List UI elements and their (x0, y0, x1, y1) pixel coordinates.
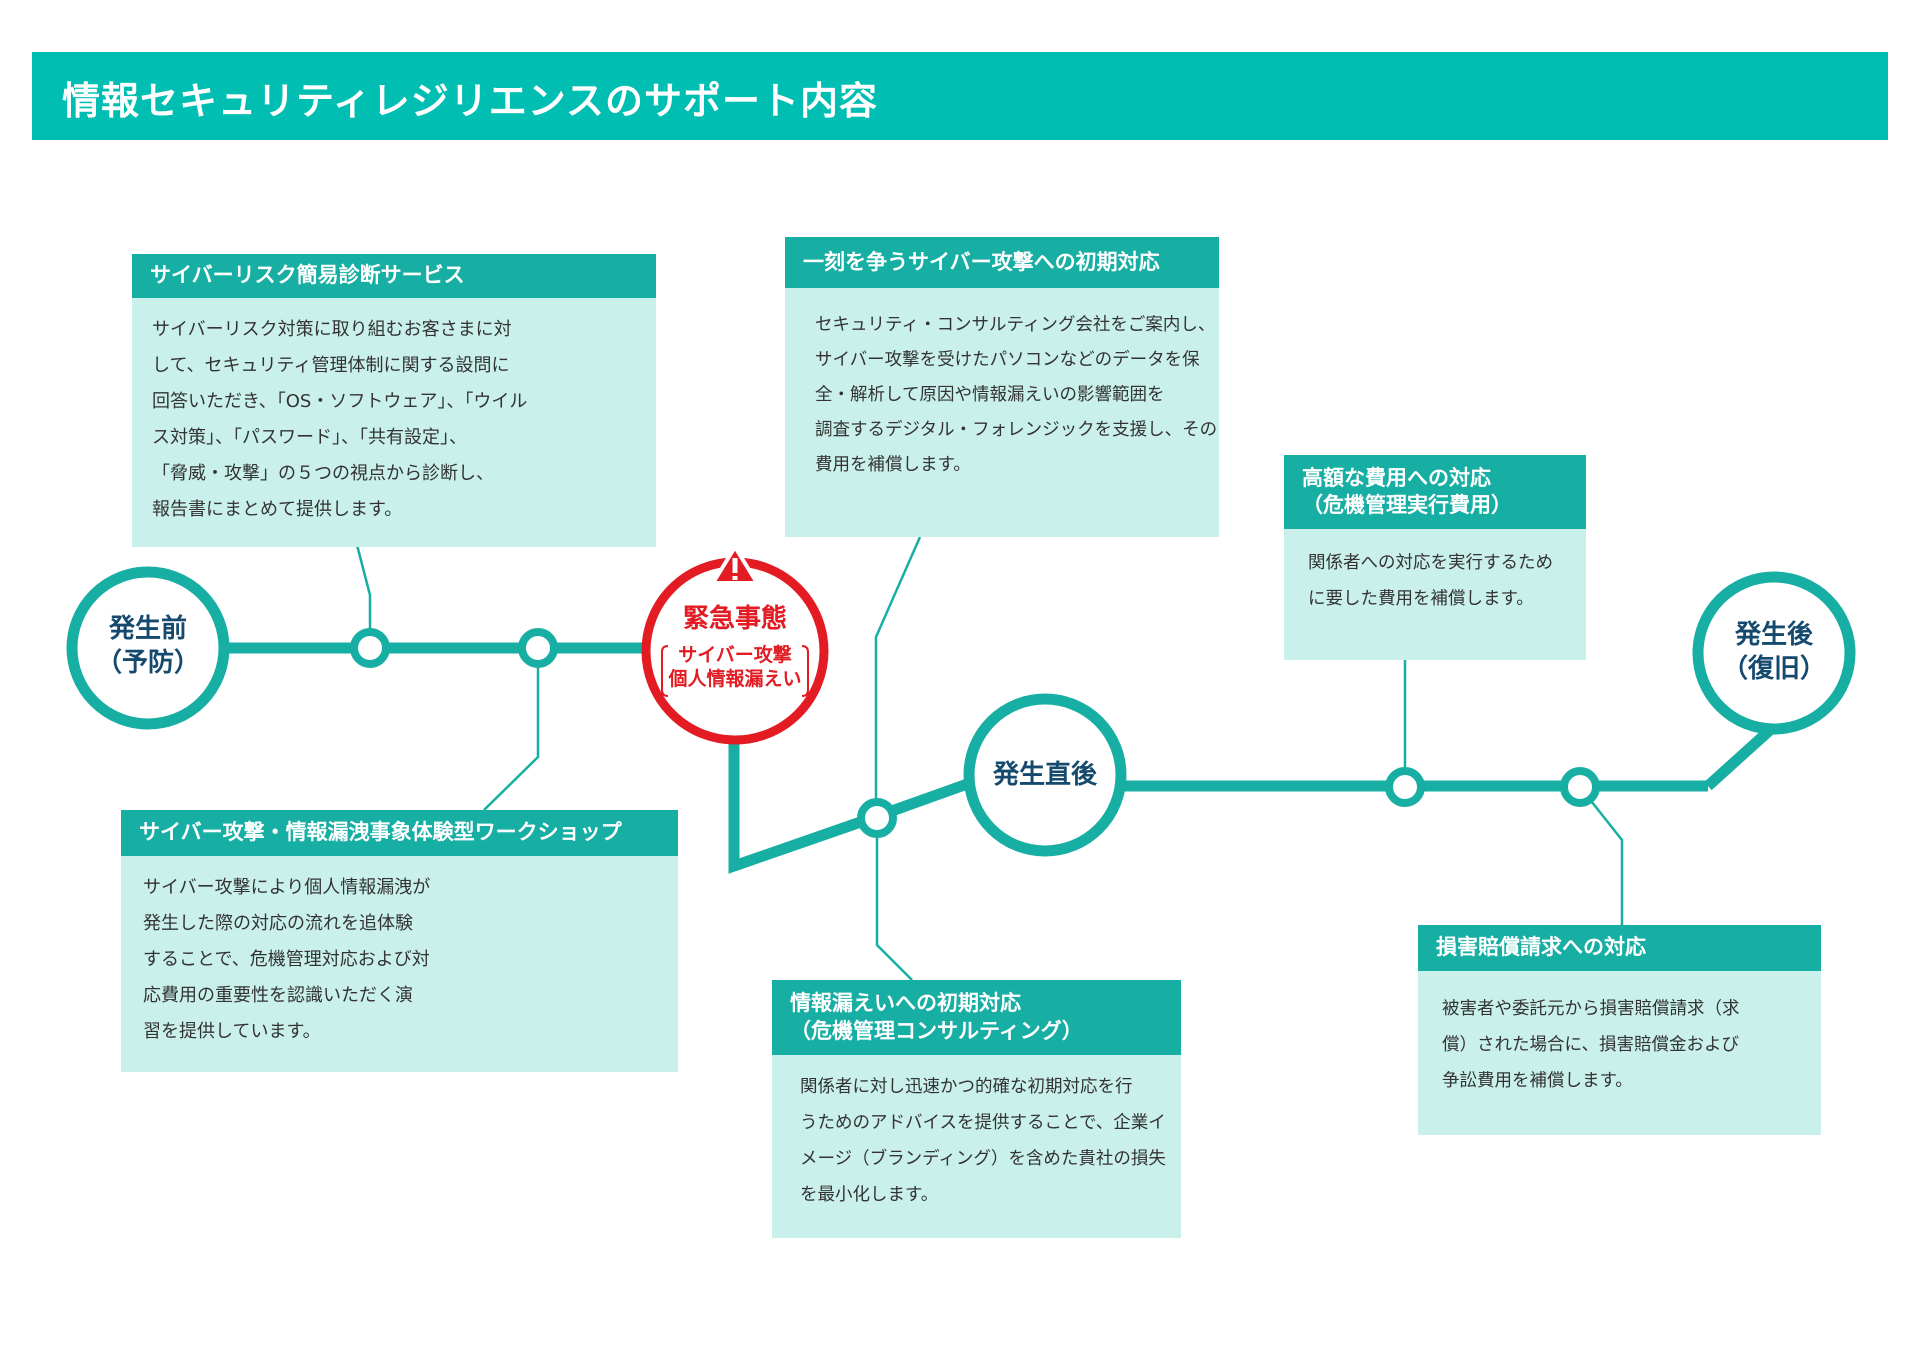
card-damages-body: 被害者や委託元から損害賠償請求（求 償）された場合に、損害賠償金および 争訟費用… (1418, 971, 1821, 1099)
card-leak-response-title2: （危機管理コンサルティング） (790, 1018, 1083, 1043)
card-workshop-title: サイバー攻撃・情報漏洩事象体験型ワークショップ (139, 820, 622, 845)
connector-damages (1579, 786, 1624, 925)
card-leak-response: 情報漏えいへの初期対応 （危機管理コンサルティング） 関係者に対し迅速かつ的確な… (772, 980, 1181, 1238)
node-before-line1: 発生前 (108, 614, 187, 644)
card-damages-line: 償）された場合に、損害賠償金および (1442, 1035, 1739, 1055)
bracket-left (661, 645, 669, 697)
junction-dot (350, 628, 390, 668)
node-immediate-circle (963, 693, 1127, 857)
page-header: 情報セキュリティレジリエンスのサポート内容 (32, 52, 1888, 140)
card-leak-response-line: メージ（ブランディング）を含めた貴社の損失 (800, 1149, 1166, 1169)
card-leak-response-title1: 情報漏えいへの初期対応 (790, 991, 1021, 1016)
card-high-cost: 高額な費用への対応 （危機管理実行費用） 関係者への対応を実行するため に要した… (1284, 455, 1586, 660)
node-after-circle (1692, 571, 1856, 735)
emergency-sub1: サイバー攻撃 (678, 644, 792, 666)
card-leak-response-line: を最小化します。 (800, 1185, 939, 1205)
node-after-line1: 発生後 (1734, 620, 1813, 650)
timeline-segment-2 (728, 735, 972, 874)
card-diagnosis-title: サイバーリスク簡易診断サービス (150, 263, 465, 288)
card-initial-response-title: 一刻を争うサイバー攻撃への初期対応 (803, 249, 1160, 274)
card-diagnosis-line: 報告書にまとめて提供します。 (152, 499, 403, 520)
junction-dot (857, 798, 897, 838)
card-workshop-line: 習を提供しています。 (143, 1021, 321, 1042)
card-initial-response-line: 調査するデジタル・フォレンジックを支援し、その (815, 420, 1218, 440)
card-initial-response-line: サイバー攻撃を受けたパソコンなどのデータを保 (815, 350, 1200, 370)
card-workshop-line: することで、危機管理対応および対 (143, 949, 430, 970)
node-after-line2: （復旧） (1721, 654, 1826, 684)
page-title: 情報セキュリティレジリエンスのサポート内容 (62, 79, 878, 123)
card-workshop-header: サイバー攻撃・情報漏洩事象体験型ワークショップ (121, 810, 678, 856)
junction-dot (1560, 767, 1600, 807)
card-diagnosis-header: サイバーリスク簡易診断サービス (132, 254, 656, 298)
card-high-cost-line: に要した費用を補償します。 (1308, 589, 1534, 609)
node-before-line2: （予防） (95, 648, 200, 678)
card-damages-line: 争訟費用を補償します。 (1442, 1071, 1633, 1091)
node-emergency-label: 緊急事態 サイバー攻撃 個人情報漏えい (655, 598, 815, 691)
card-workshop: サイバー攻撃・情報漏洩事象体験型ワークショップ サイバー攻撃により個人情報漏洩が… (121, 810, 678, 1072)
card-leak-response-body: 関係者に対し迅速かつ的確な初期対応を行 うためのアドバイスを提供することで、企業… (772, 1055, 1181, 1213)
card-initial-response-header: 一刻を争うサイバー攻撃への初期対応 (785, 237, 1219, 288)
card-initial-response-body: セキュリティ・コンサルティング会社をご案内し、 サイバー攻撃を受けたパソコンなど… (785, 288, 1219, 483)
card-diagnosis-line: ス対策」、「パスワード」、「共有設定」、 (152, 427, 467, 448)
card-diagnosis: サイバーリスク簡易診断サービス サイバーリスク対策に取り組むお客さまに対 して、… (132, 254, 656, 547)
node-after-label: 発生後 （復旧） (1714, 618, 1834, 686)
connector-leak-response (875, 815, 913, 981)
card-leak-response-line: 関係者に対し迅速かつ的確な初期対応を行 (800, 1077, 1133, 1097)
card-diagnosis-line: して、セキュリティ管理体制に関する設問に (152, 355, 510, 376)
card-diagnosis-body: サイバーリスク対策に取り組むお客さまに対 して、セキュリティ管理体制に関する設問… (132, 298, 656, 528)
card-workshop-body: サイバー攻撃により個人情報漏洩が 発生した際の対応の流れを追体験 することで、危… (121, 856, 678, 1050)
card-workshop-line: 応費用の重要性を認識いただく演 (143, 985, 413, 1006)
card-leak-response-line: うためのアドバイスを提供することで、企業イ (800, 1113, 1166, 1133)
card-workshop-line: 発生した際の対応の流れを追体験 (143, 913, 413, 934)
node-before-circle (66, 566, 230, 730)
junction-dot (1385, 767, 1425, 807)
card-high-cost-title1: 高額な費用への対応 (1302, 465, 1491, 490)
card-high-cost-header: 高額な費用への対応 （危機管理実行費用） (1284, 455, 1586, 529)
card-damages-line: 被害者や委託元から損害賠償請求（求 (1442, 999, 1740, 1019)
card-damages: 損害賠償請求への対応 被害者や委託元から損害賠償請求（求 償）された場合に、損害… (1418, 925, 1821, 1135)
card-leak-response-header: 情報漏えいへの初期対応 （危機管理コンサルティング） (772, 980, 1181, 1055)
card-initial-response-line: 全・解析して原因や情報漏えいの影響範囲を (815, 385, 1165, 405)
card-diagnosis-line: 回答いただき、「OS・ソフトウェア」、「ウイル (152, 391, 528, 412)
card-initial-response-line: 費用を補償します。 (815, 455, 971, 475)
card-initial-response: 一刻を争うサイバー攻撃への初期対応 セキュリティ・コンサルティング会社をご案内し… (785, 237, 1219, 537)
card-damages-header: 損害賠償請求への対応 (1418, 925, 1821, 971)
emergency-sub2: 個人情報漏えい (668, 668, 802, 690)
timeline-segment-4 (1704, 725, 1774, 791)
card-diagnosis-line: 「脅威・攻撃」の５つの視点から診断し、 (152, 463, 494, 484)
node-before-label: 発生前 （予防） (88, 612, 208, 680)
card-workshop-line: サイバー攻撃により個人情報漏洩が (143, 877, 431, 898)
connector-initial-response (874, 536, 922, 815)
junction-dot (518, 628, 558, 668)
emergency-title: 緊急事態 (682, 604, 787, 634)
card-high-cost-body: 関係者への対応を実行するため に要した費用を補償します。 (1284, 529, 1586, 617)
bracket-right (801, 645, 809, 697)
connector-workshop (483, 648, 540, 811)
node-immediate-label: 発生直後 (975, 758, 1115, 792)
card-initial-response-line: セキュリティ・コンサルティング会社をご案内し、 (815, 315, 1216, 335)
node-immediate-text: 発生直後 (992, 760, 1097, 790)
card-high-cost-line: 関係者への対応を実行するため (1308, 553, 1553, 573)
card-diagnosis-line: サイバーリスク対策に取り組むお客さまに対 (152, 319, 512, 340)
warning-icon (711, 545, 759, 585)
card-damages-title: 損害賠償請求への対応 (1436, 935, 1646, 960)
card-high-cost-title2: （危機管理実行費用） (1302, 493, 1512, 517)
